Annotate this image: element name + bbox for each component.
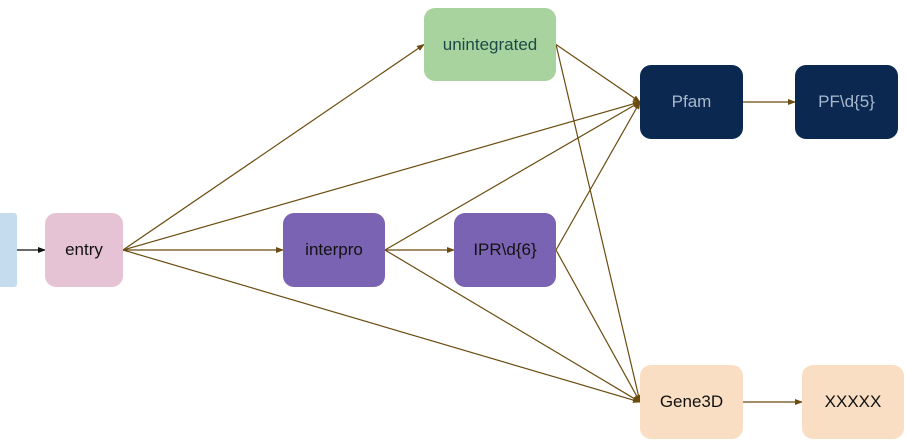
edge-entry-to-unintegrated: [122, 43, 425, 251]
xxxxx-node-label: XXXXX: [824, 392, 882, 411]
edge-entry-to-gene3d: [122, 249, 641, 403]
xxxxx-node[interactable]: XXXXX: [802, 365, 904, 439]
edge-interpro-to-gene3d: [384, 249, 641, 403]
unintegrated-node-label: unintegrated: [442, 34, 538, 54]
edge-entry-to-pfam: [122, 101, 641, 251]
pfam-node[interactable]: Pfam: [640, 65, 743, 139]
entry-node-label: entry: [65, 240, 103, 259]
edge-unintegrated-to-gene3d: [555, 44, 642, 403]
ipr-pattern-node[interactable]: IPR\d{6}: [454, 213, 556, 287]
edge-ipr-to-gene3d: [555, 249, 641, 403]
edge-ipr-to-pfam: [555, 101, 641, 251]
interpro-node[interactable]: interpro: [283, 213, 385, 287]
interpro-node-label: interpro: [305, 240, 363, 259]
pfam-node-label: Pfam: [671, 92, 712, 111]
source-node[interactable]: [0, 213, 17, 287]
gene3d-node[interactable]: Gene3D: [640, 365, 743, 439]
unintegrated-node[interactable]: unintegrated: [424, 8, 556, 81]
pf-pattern-node-label: PF\d{5}: [818, 92, 875, 111]
ipr-pattern-node-label: IPR\d{6}: [473, 240, 537, 259]
entry-node[interactable]: entry: [45, 213, 123, 287]
edge-interpro-to-pfam: [384, 101, 641, 251]
edge-unintegrated-to-pfam: [555, 44, 641, 103]
pf-pattern-node[interactable]: PF\d{5}: [795, 65, 898, 139]
gene3d-node-label: Gene3D: [659, 392, 724, 411]
